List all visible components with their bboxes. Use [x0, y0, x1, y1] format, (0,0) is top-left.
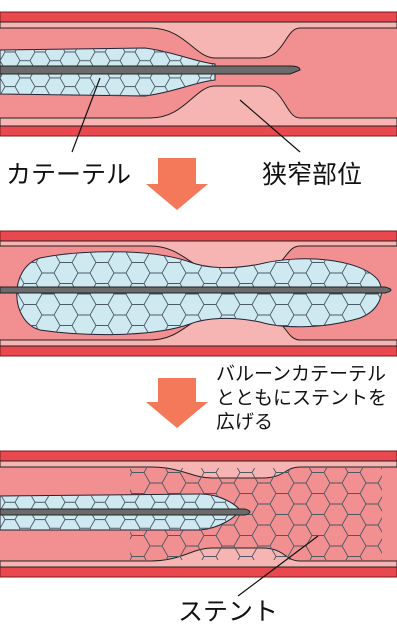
step-line-1: バルーンカテーテル — [216, 363, 387, 385]
step-line-3: 広げる — [216, 411, 274, 433]
step-arrow-1 — [146, 158, 208, 210]
stenosis-label: 狭窄部位 — [262, 160, 363, 189]
stent-label: ステント — [178, 597, 279, 626]
plaque — [0, 21, 397, 59]
vessel-wall-bottom — [0, 125, 397, 137]
stent-pointer — [237, 535, 319, 597]
step-line-2: とともにステントを — [216, 387, 388, 409]
balloon-catheter — [0, 286, 392, 294]
stenosis-pointer — [239, 99, 301, 153]
panel-catheter-insertion — [0, 11, 397, 153]
step-arrow-2 — [146, 378, 208, 428]
withdrawn-catheter — [0, 508, 251, 516]
panel-balloon-expansion — [0, 230, 397, 357]
catheter-label: カテーテル — [6, 160, 132, 189]
plaque-bottom — [0, 85, 397, 127]
catheter — [0, 65, 301, 75]
panel-stent-placed — [0, 450, 397, 597]
catheter-pointer — [71, 77, 101, 153]
vessel-wall-top — [0, 11, 397, 23]
step-description: バルーンカテーテル とともにステントを 広げる — [216, 362, 387, 434]
